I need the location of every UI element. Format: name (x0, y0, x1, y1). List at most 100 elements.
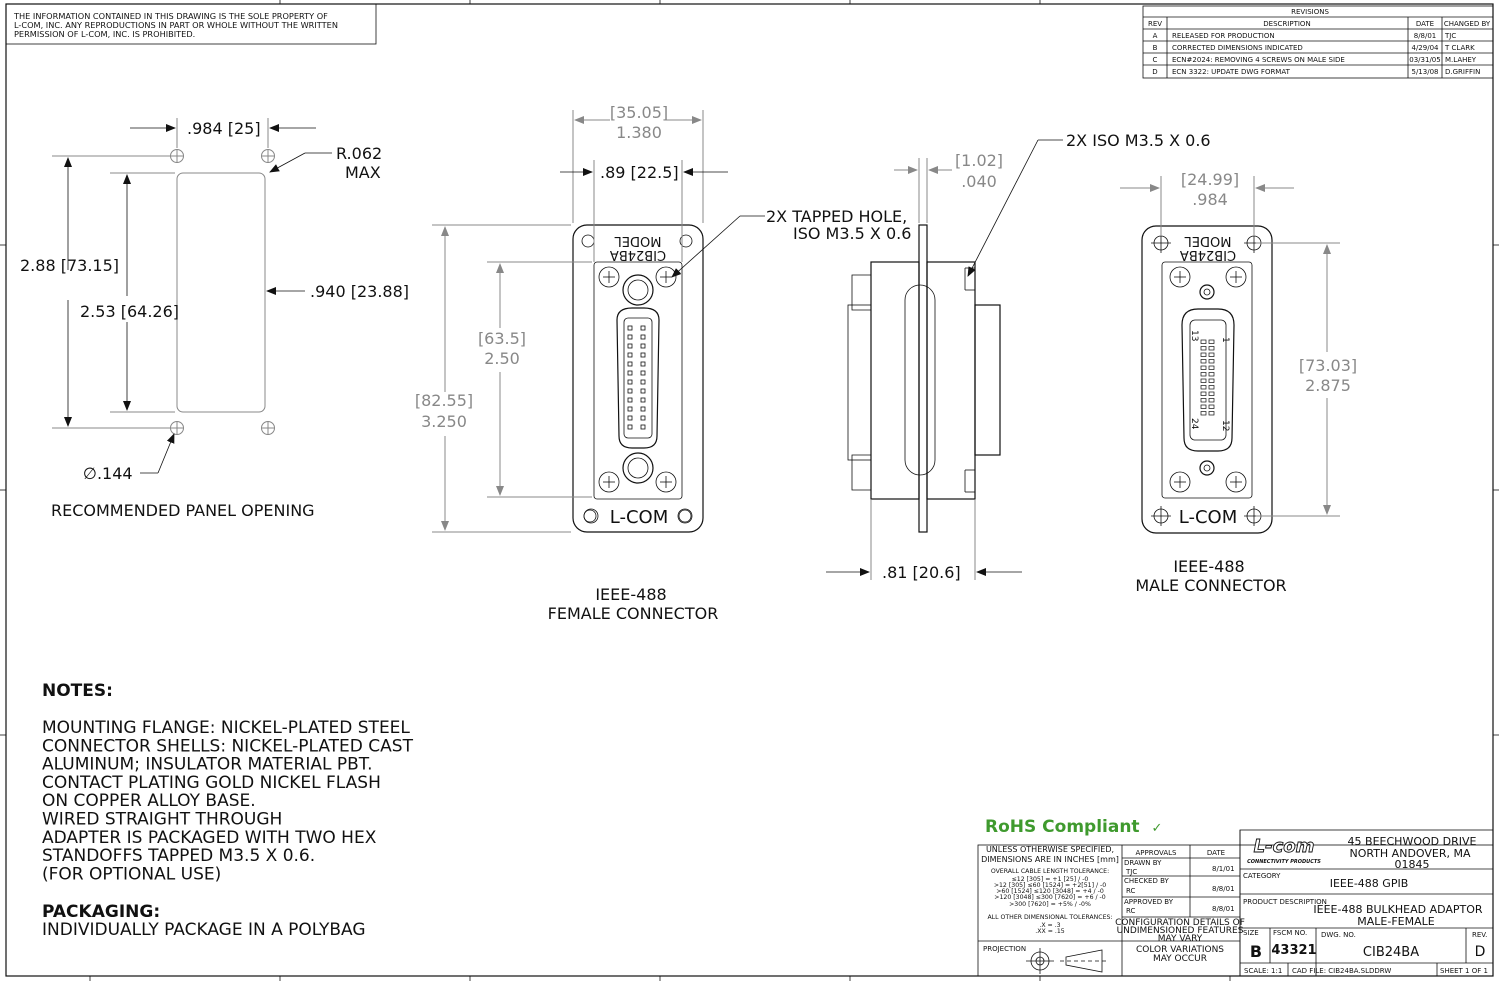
tolerance-line: OVERALL CABLE LENGTH TOLERANCE: (991, 868, 1109, 875)
note-line: ON COPPER ALLOY BASE. (42, 791, 256, 811)
tb-logo-sub: CONNECTIVITY PRODUCTS (1247, 859, 1321, 865)
male-pin (1208, 411, 1215, 416)
male-connector-view: CIB24BA MODEL 1 13 12 24 L-COM [24.99] (1120, 170, 1357, 595)
male-pin (1200, 398, 1207, 403)
male-height-in: 2.875 (1305, 376, 1351, 395)
female-width-mm: [35.05] (610, 103, 668, 122)
tb-approved-by: APPROVED BY (1124, 898, 1174, 906)
tolerance-line: ≤12 [305] = +1 [25] / -0 (1012, 876, 1089, 883)
packaging-text: INDIVIDUALLY PACKAGE IN A POLYBAG (42, 920, 366, 940)
tolerance-line: >300 [7620] = +5% / -0% (1009, 901, 1091, 908)
tb-fscm-label: FSCM NO. (1273, 929, 1307, 937)
revisions-cell: T CLARK (1444, 44, 1475, 52)
female-width-in: 1.380 (616, 123, 662, 142)
panel-hole-dim: ∅.144 (83, 464, 133, 483)
female-caption-1: IEEE-488 (595, 585, 666, 604)
male-brand: L-COM (1179, 507, 1237, 528)
side-right-body (926, 261, 976, 500)
male-pin-13-label: 13 (1189, 330, 1199, 341)
female-pin (627, 379, 633, 385)
revisions-cell: B (1153, 44, 1158, 52)
tb-address-2: NORTH ANDOVER, MA (1349, 847, 1471, 860)
rohs-label: RoHS Compliant ✓ (985, 817, 1162, 837)
male-pin (1200, 359, 1207, 364)
tb-product-value-1: IEEE-488 BULKHEAD ADAPTOR (1313, 903, 1483, 916)
tb-cad-file: CAD FILE: CIB24BA.SLDDRW (1292, 967, 1391, 975)
projection-symbol-icon (1026, 948, 1108, 974)
tb-logo: L-com (1254, 836, 1315, 857)
panel-width-dim: .984 [25] (187, 119, 261, 138)
notes-title: NOTES: (42, 681, 113, 701)
male-pin-array (1200, 339, 1215, 416)
male-pin (1200, 385, 1207, 390)
male-pin (1200, 411, 1207, 416)
tolerance-line: >120 [3048] ≤300 [7620] = +6 / -0 (994, 894, 1106, 901)
female-hole-label-2: ISO M3.5 X 0.6 (793, 224, 911, 243)
tb-drawn-name: TJC (1125, 868, 1137, 876)
female-pin (627, 388, 633, 394)
female-caption-2: FEMALE CONNECTOR (548, 604, 719, 623)
male-pin (1208, 378, 1215, 383)
female-pin (640, 352, 646, 358)
female-pin (640, 361, 646, 367)
disclaimer-box: THE INFORMATION CONTAINED IN THIS DRAWIN… (5, 3, 377, 45)
rohs-text: RoHS Compliant (985, 817, 1140, 837)
revisions-cell: D.GRIFFIN (1445, 68, 1480, 76)
male-caption-2: MALE CONNECTOR (1135, 576, 1286, 595)
revisions-header: CHANGED BY (1444, 20, 1491, 28)
male-pin (1208, 385, 1215, 390)
tb-checked-date: 8/8/01 (1212, 885, 1235, 893)
female-brand: L-COM (610, 507, 668, 528)
panel-radius-max: MAX (345, 163, 381, 182)
revisions-header: REV (1148, 20, 1162, 28)
male-pin (1208, 346, 1215, 351)
female-body (593, 261, 683, 500)
female-pin (640, 388, 646, 394)
revisions-cell: ECN 3322: UPDATE DWG FORMAT (1172, 68, 1291, 76)
female-pin (627, 343, 633, 349)
male-pin (1200, 352, 1207, 357)
female-model-label: MODEL (614, 233, 662, 248)
tb-product-value-2: MALE-FEMALE (1357, 915, 1434, 928)
male-pin (1200, 391, 1207, 396)
female-pin (640, 397, 646, 403)
male-pin (1208, 404, 1215, 409)
male-pin (1200, 372, 1207, 377)
note-line: WIRED STRAIGHT THROUGH (42, 810, 282, 830)
tb-drawn-by: DRAWN BY (1124, 859, 1162, 867)
panel-opening-view: .984 [25] R.062 MAX 2.88 [73.15] 2.53 [6… (20, 118, 409, 520)
female-pin (627, 406, 633, 412)
tb-config-3: MAY VARY (1158, 934, 1203, 944)
female-spacing-dim: .89 [22.5] (600, 163, 679, 182)
disclaimer-line-2: L-COM, INC. ANY REPRODUCTIONS IN PART OR… (14, 20, 338, 30)
panel-caption: RECOMMENDED PANEL OPENING (51, 501, 315, 520)
tb-rev-label: REV. (1472, 931, 1487, 939)
tb-dwg-label: DWG. NO. (1321, 931, 1356, 939)
male-flange (1141, 225, 1273, 534)
male-pin (1208, 359, 1215, 364)
female-connector-view: CIB24BA MODEL L-COM [35.05] (415, 103, 912, 623)
female-pin (640, 424, 646, 430)
disclaimer-line-3: PERMISSION OF L-COM, INC. IS PROHIBITED. (14, 29, 195, 39)
tb-rev-value: D (1475, 944, 1486, 960)
panel-cutout (176, 172, 266, 413)
revisions-cell: M.LAHEY (1445, 56, 1477, 64)
female-connector-shell (616, 307, 660, 449)
tb-approved-name: RC (1126, 907, 1136, 915)
female-hole-label-1: 2X TAPPED HOLE, (766, 207, 907, 226)
tolerance-line: .XX = .15 (1035, 928, 1064, 935)
female-pin (627, 370, 633, 376)
male-pin (1208, 372, 1215, 377)
male-pin-12-label: 12 (1220, 420, 1230, 431)
male-pin-24-label: 24 (1189, 418, 1199, 430)
female-pin (640, 325, 646, 331)
tb-date-header: DATE (1207, 849, 1225, 857)
tb-address-1: 45 BEECHWOOD DRIVE (1348, 835, 1477, 848)
female-flange (572, 224, 704, 533)
note-line: CONNECTOR SHELLS: NICKEL-PLATED CAST (42, 736, 414, 756)
note-line: ADAPTER IS PACKAGED WITH TWO HEX (42, 828, 377, 848)
tb-color-2: MAY OCCUR (1153, 954, 1207, 964)
revisions-title: REVISIONS (1291, 8, 1329, 16)
